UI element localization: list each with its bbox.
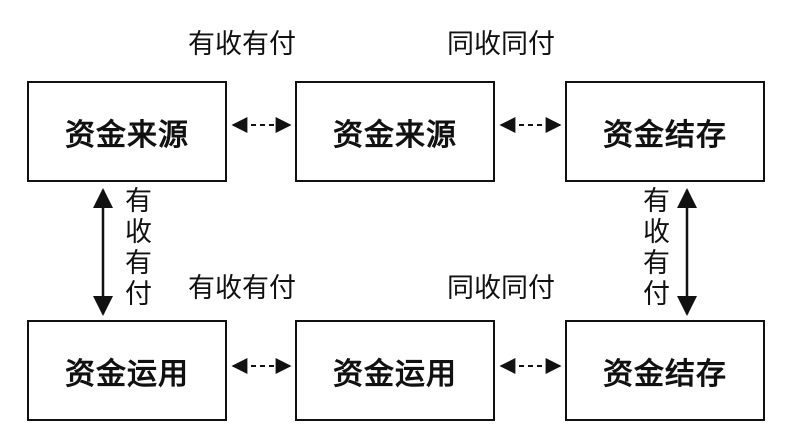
box-top-middle-text: 资金来源 [333,117,457,153]
label-vertical-right: 有收有付 [638,186,669,310]
box-bottom-left-text: 资金运用 [65,356,189,392]
box-bottom-left: 资金运用 [27,320,227,421]
box-bottom-right-text: 资金结存 [603,356,727,392]
box-bottom-middle-text: 资金运用 [333,356,457,392]
label-top-left: 有收有付 [188,29,296,60]
box-top-middle: 资金来源 [295,81,495,182]
label-bottom-left: 有收有付 [188,273,296,304]
box-top-right: 资金结存 [565,81,765,182]
box-top-left-text: 资金来源 [65,117,189,153]
label-top-right: 同收同付 [447,29,555,60]
box-bottom-right: 资金结存 [565,320,765,421]
box-top-left: 资金来源 [27,81,227,182]
box-top-right-text: 资金结存 [603,117,727,153]
label-bottom-right: 同收同付 [447,273,555,304]
label-vertical-left: 有收有付 [120,186,151,310]
box-bottom-middle: 资金运用 [295,320,495,421]
